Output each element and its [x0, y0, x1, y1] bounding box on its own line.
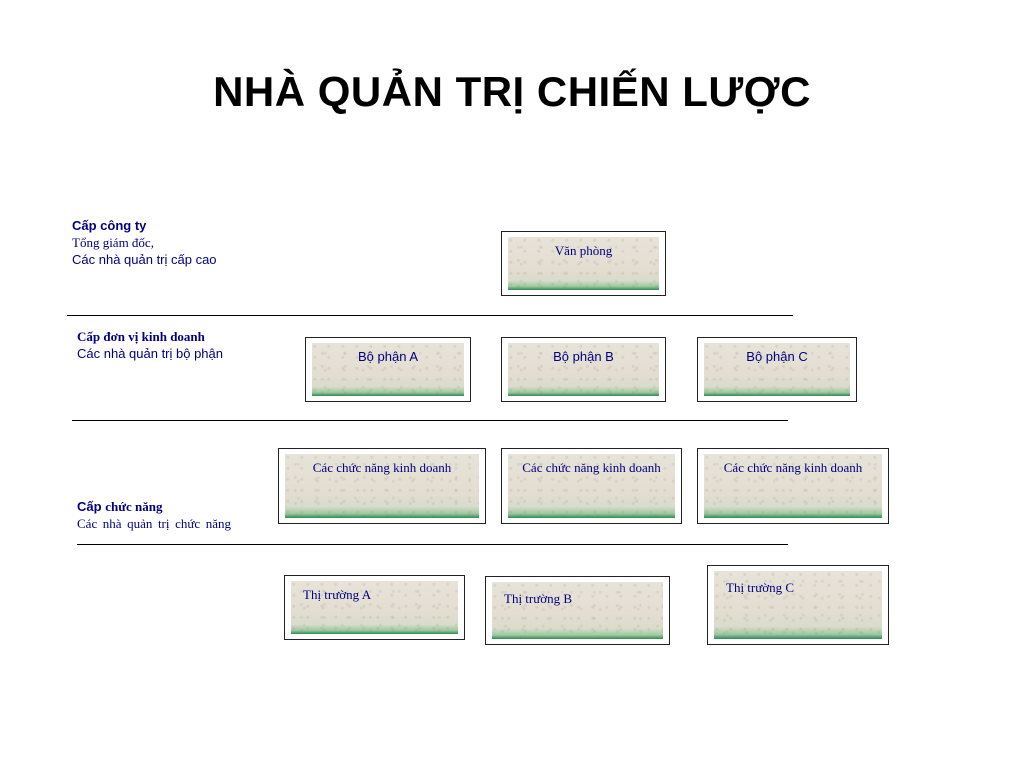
level-corporate-line2: Các nhà quản trị cấp cao	[72, 252, 217, 267]
box-function-2-label: Các chức năng kinh doanh	[522, 460, 661, 475]
box-function-1-face	[285, 454, 479, 518]
box-function-3-label: Các chức năng kinh doanh	[723, 460, 863, 475]
box-market-b-label: Thị trường B	[504, 591, 573, 606]
box-function-3: Các chức năng kinh doanh	[697, 448, 889, 524]
box-division-a: Bộ phận A	[305, 337, 471, 402]
box-division-b-face	[508, 343, 659, 396]
level-functional-heading-a: Cấp	[77, 499, 102, 514]
box-market-a: Thị trường A	[284, 575, 465, 640]
box-function-2-face	[508, 454, 675, 518]
box-division-a-face	[312, 343, 464, 396]
box-market-b-face	[492, 582, 663, 639]
box-function-3-face	[704, 454, 882, 518]
box-function-1: Các chức năng kinh doanh	[278, 448, 486, 524]
box-market-b: Thị trường B	[485, 576, 670, 645]
page-title: NHÀ QUẢN TRỊ CHIẾN LƯỢC	[213, 68, 811, 115]
level-corporate: Cấp công ty Tổng giám đốc, Các nhà quản …	[72, 217, 272, 268]
box-function-2: Các chức năng kinh doanh	[501, 448, 682, 524]
level-functional-heading-b: chức năng	[105, 499, 163, 514]
box-division-c-face	[704, 343, 850, 396]
box-market-c-face	[714, 571, 882, 639]
level-business: Cấp đơn vị kinh doanh Các nhà quản trị b…	[77, 328, 277, 362]
box-market-c: Thị trường C	[707, 565, 889, 645]
level-corporate-line1: Tổng giám đốc,	[72, 235, 154, 250]
box-division-c: Bộ phận C	[697, 337, 857, 402]
box-division-b-label: Bộ phận B	[553, 349, 614, 364]
box-market-a-face	[291, 581, 458, 634]
box-function-1-label: Các chức năng kinh doanh	[312, 460, 452, 475]
level-business-line1: Các nhà quản trị bộ phận	[77, 346, 223, 361]
box-market-c-label: Thị trường C	[726, 580, 795, 595]
separator-corporate	[67, 315, 793, 316]
box-division-c-label: Bộ phận C	[746, 349, 808, 364]
box-office: Văn phòng	[501, 231, 666, 296]
box-office-face	[508, 237, 659, 290]
level-functional: Cấp chức năng Các nhà quản trị chức năng	[77, 498, 231, 532]
box-office-label: Văn phòng	[554, 243, 613, 258]
level-functional-line1: Các nhà quản trị chức năng	[77, 516, 231, 531]
box-division-a-label: Bộ phận A	[358, 349, 418, 364]
separator-functional	[77, 544, 788, 545]
level-business-heading: Cấp đơn vị kinh doanh	[77, 329, 205, 344]
level-functional-heading: Cấp chức năng	[77, 498, 231, 515]
box-market-a-label: Thị trường A	[303, 587, 372, 602]
box-division-b: Bộ phận B	[501, 337, 666, 402]
separator-business	[72, 420, 788, 421]
level-corporate-heading: Cấp công ty	[72, 218, 147, 233]
